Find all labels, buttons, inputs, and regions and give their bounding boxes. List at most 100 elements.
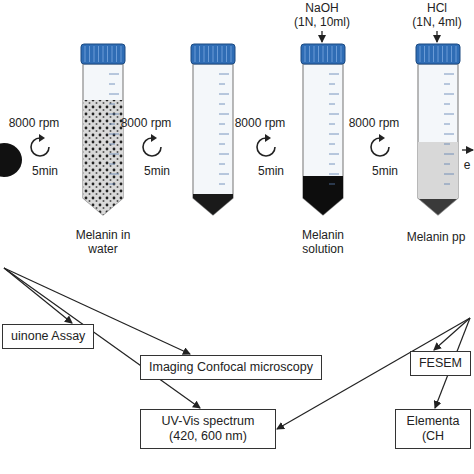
cap-ridge (222, 46, 223, 62)
cap-ridge (309, 46, 310, 62)
step-label: 5min (32, 164, 58, 178)
tube-tick (329, 124, 335, 125)
reagent-label: (1N, 10ml) (294, 15, 350, 29)
cap-ridge (116, 46, 117, 62)
step-label: 8000 rpm (349, 116, 400, 130)
cap-ridge (341, 46, 342, 62)
leader-arrow (4, 268, 200, 408)
tube-tick (444, 94, 454, 95)
method-box: Elementa (CH (395, 409, 471, 449)
cap-ridge (217, 46, 218, 62)
cap-ridge (85, 46, 86, 62)
tube-tick (444, 114, 454, 115)
step-label: 5min (372, 164, 398, 178)
tube-body (83, 64, 123, 215)
cap-ridge (424, 46, 425, 62)
tube-tick (444, 174, 454, 175)
tube-tick (329, 114, 339, 115)
dark-solution (302, 176, 344, 216)
tube-tick (329, 144, 335, 145)
tube-tick (219, 124, 225, 125)
tube-tick (109, 174, 119, 175)
cycle-head (151, 134, 157, 142)
sample-blob (0, 143, 22, 177)
tube-tick (219, 184, 225, 185)
tube-body (303, 64, 343, 215)
tube-tick (109, 124, 115, 125)
cap-ridge (442, 46, 443, 62)
cap-ridge (231, 46, 232, 62)
sample-label: Melanin in water (72, 228, 134, 257)
cap-ridge (318, 46, 319, 62)
method-box: UV-Vis spectrum (420, 600 nm) (140, 409, 276, 449)
cap-ridge (433, 46, 434, 62)
tube-tick (109, 94, 119, 95)
reagent-label: HCl (427, 1, 447, 15)
cap-ridge (456, 46, 457, 62)
tubes (81, 44, 460, 216)
tube-tick (329, 154, 339, 155)
tube-body (418, 64, 458, 215)
tube-tick (329, 174, 339, 175)
supernatant (417, 142, 459, 216)
tube-tick (219, 114, 229, 115)
box-text: Imaging Confocal microscopy (149, 360, 313, 375)
cap-ridge (447, 46, 448, 62)
centrifuge-icons (31, 134, 389, 156)
tube-tick (329, 104, 335, 105)
tube-contents (417, 142, 459, 216)
tube-tick (109, 184, 115, 185)
leader-arrow (4, 268, 190, 354)
tube-contents (192, 194, 234, 216)
step-label: 8000 rpm (235, 116, 286, 130)
method-box: uinone Assay (2, 324, 94, 349)
tube-tick (329, 134, 339, 135)
cap-ridge (336, 46, 337, 62)
cap-ridge (451, 46, 452, 62)
tube-cap (191, 44, 235, 64)
box-text: FESEM (419, 356, 462, 371)
leader-arrow (434, 318, 470, 350)
tube-tick (109, 114, 119, 115)
centrifuge-tube (416, 44, 460, 216)
tube-cap (301, 44, 345, 64)
box-text: UV-Vis spectrum (420, 600 nm) (149, 414, 267, 444)
step-label: 5min (144, 164, 170, 178)
step-label: 8000 rpm (121, 116, 172, 130)
tube-tick (109, 134, 119, 135)
cap-ridge (112, 46, 113, 62)
cap-ridge (332, 46, 333, 62)
leader-arrow (4, 268, 72, 323)
tube-tick (109, 84, 115, 85)
tube-tick (109, 164, 115, 165)
suspension (82, 100, 124, 216)
tube-tick (329, 74, 339, 75)
tube-tick (444, 74, 454, 75)
cap-ridge (438, 46, 439, 62)
tube-tick (444, 144, 450, 145)
cap-ridge (420, 46, 421, 62)
tube-tick (329, 164, 335, 165)
tube-tick (219, 154, 229, 155)
cap-ridge (314, 46, 315, 62)
cap-ridge (305, 46, 306, 62)
cap-ridge (121, 46, 122, 62)
cap-ridge (226, 46, 227, 62)
tube-tick (219, 104, 225, 105)
tube-tick (109, 154, 119, 155)
sample-label: Melanin solution (292, 228, 354, 257)
tube-tick (219, 94, 229, 95)
reagent-label: (1N, 4ml) (412, 15, 461, 29)
box-text: uinone Assay (11, 329, 85, 344)
tube-tick (219, 144, 225, 145)
cap-ridge (199, 46, 200, 62)
cap-ridge (429, 46, 430, 62)
cycle-head (379, 134, 385, 142)
tube-tick (219, 164, 225, 165)
tube-tick (444, 154, 454, 155)
tube-tick (109, 74, 119, 75)
tube-body (193, 64, 233, 215)
cap-ridge (107, 46, 108, 62)
cycle-head (265, 134, 271, 142)
